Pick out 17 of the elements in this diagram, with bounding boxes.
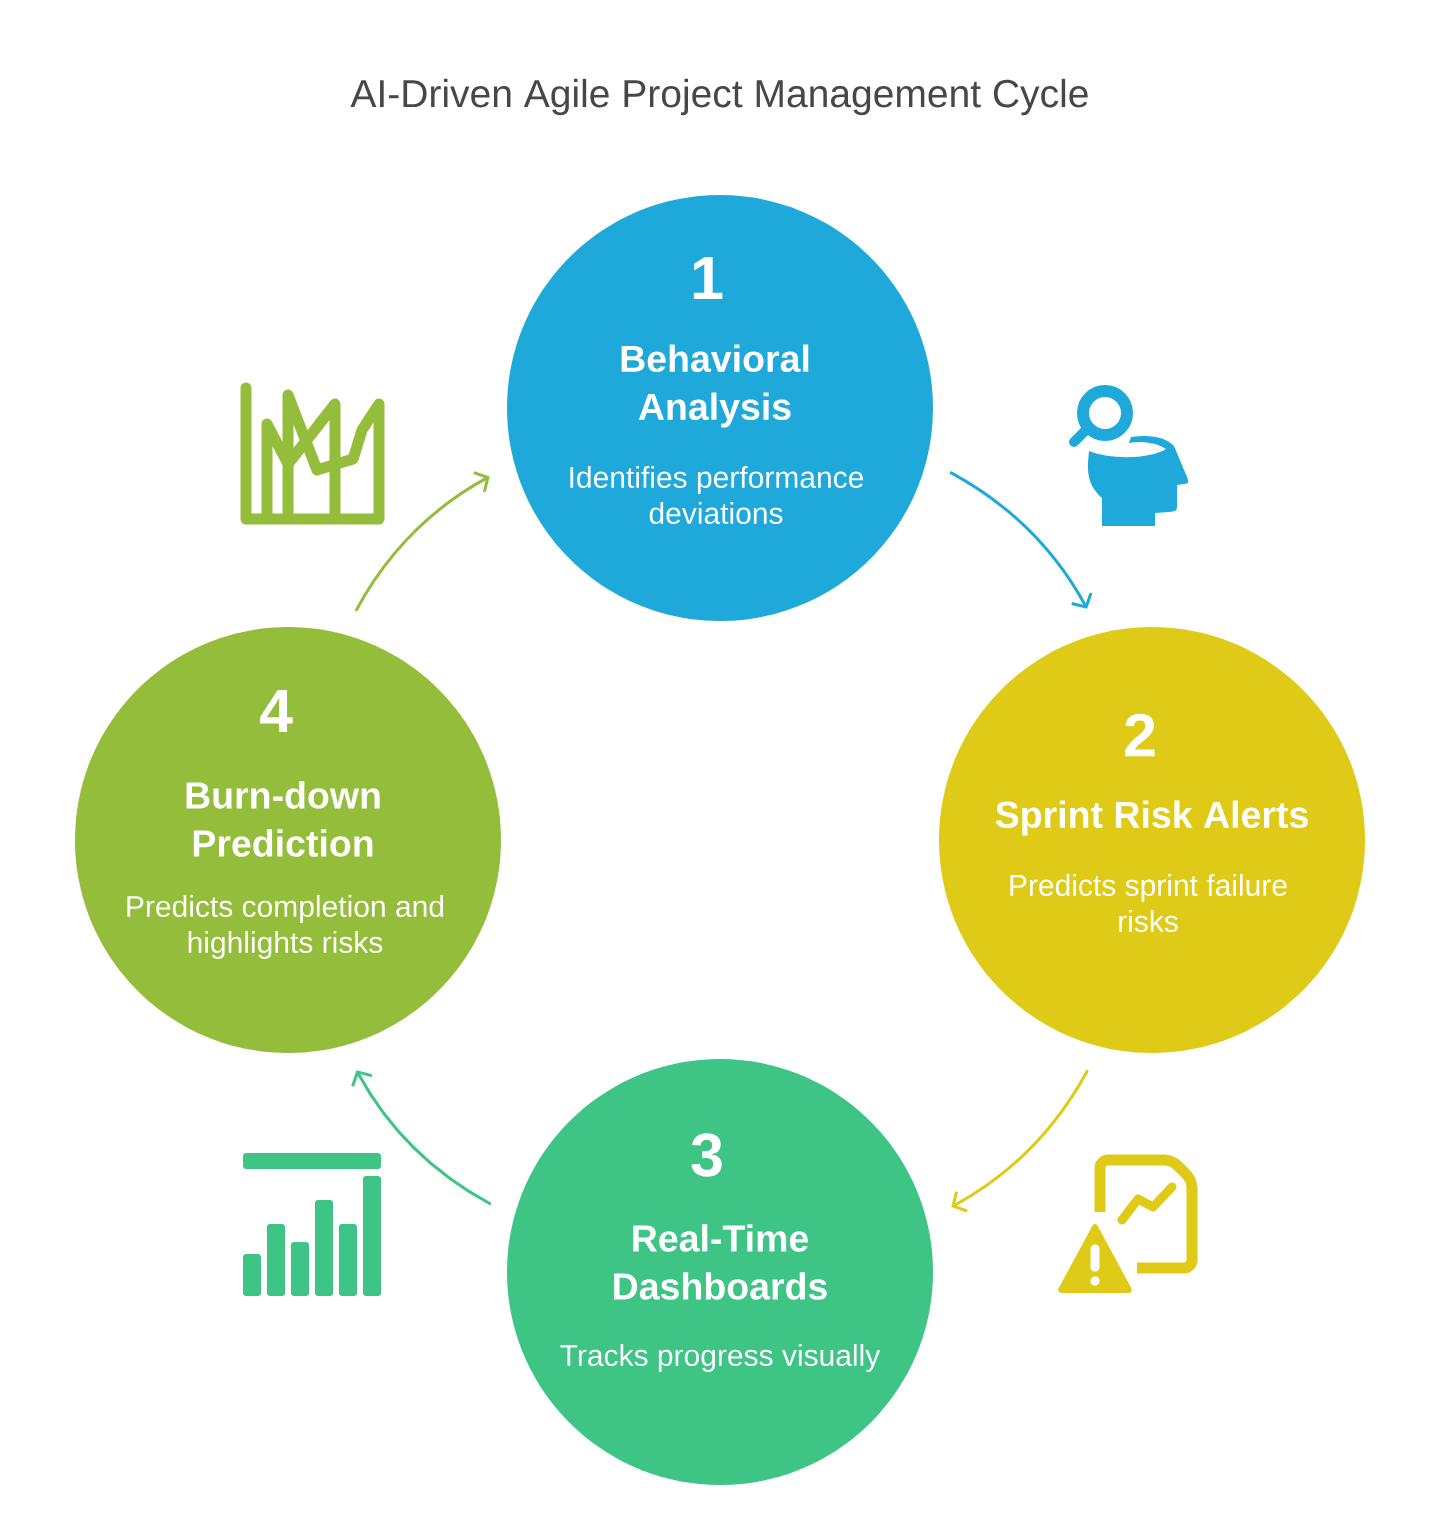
step-description: Predicts sprint failure risks: [1010, 874, 1287, 932]
step-heading: Sprint Risk Alerts: [995, 800, 1308, 836]
curved-arrow: [351, 1070, 492, 1205]
step-number: 3: [691, 1133, 722, 1177]
title: AI-Driven Agile Project Management Cycle: [350, 78, 1088, 116]
step-heading: Behavioral Analysis: [621, 344, 809, 428]
step-heading: Real-Time Dashboards: [614, 1224, 827, 1300]
step-description: Identifies performance deviations: [570, 466, 863, 524]
curved-arrow: [355, 471, 490, 612]
curved-arrow: [951, 1069, 1089, 1213]
step-description: Predicts completion and highlights risks: [127, 895, 444, 959]
step-description: Tracks progress visually: [560, 1344, 881, 1372]
step-number: 1: [693, 257, 723, 299]
curved-arrow: [949, 471, 1093, 609]
step-number: 4: [259, 690, 293, 732]
step-heading: Burn-down Prediction: [186, 781, 380, 857]
step-number: 2: [1125, 713, 1155, 757]
